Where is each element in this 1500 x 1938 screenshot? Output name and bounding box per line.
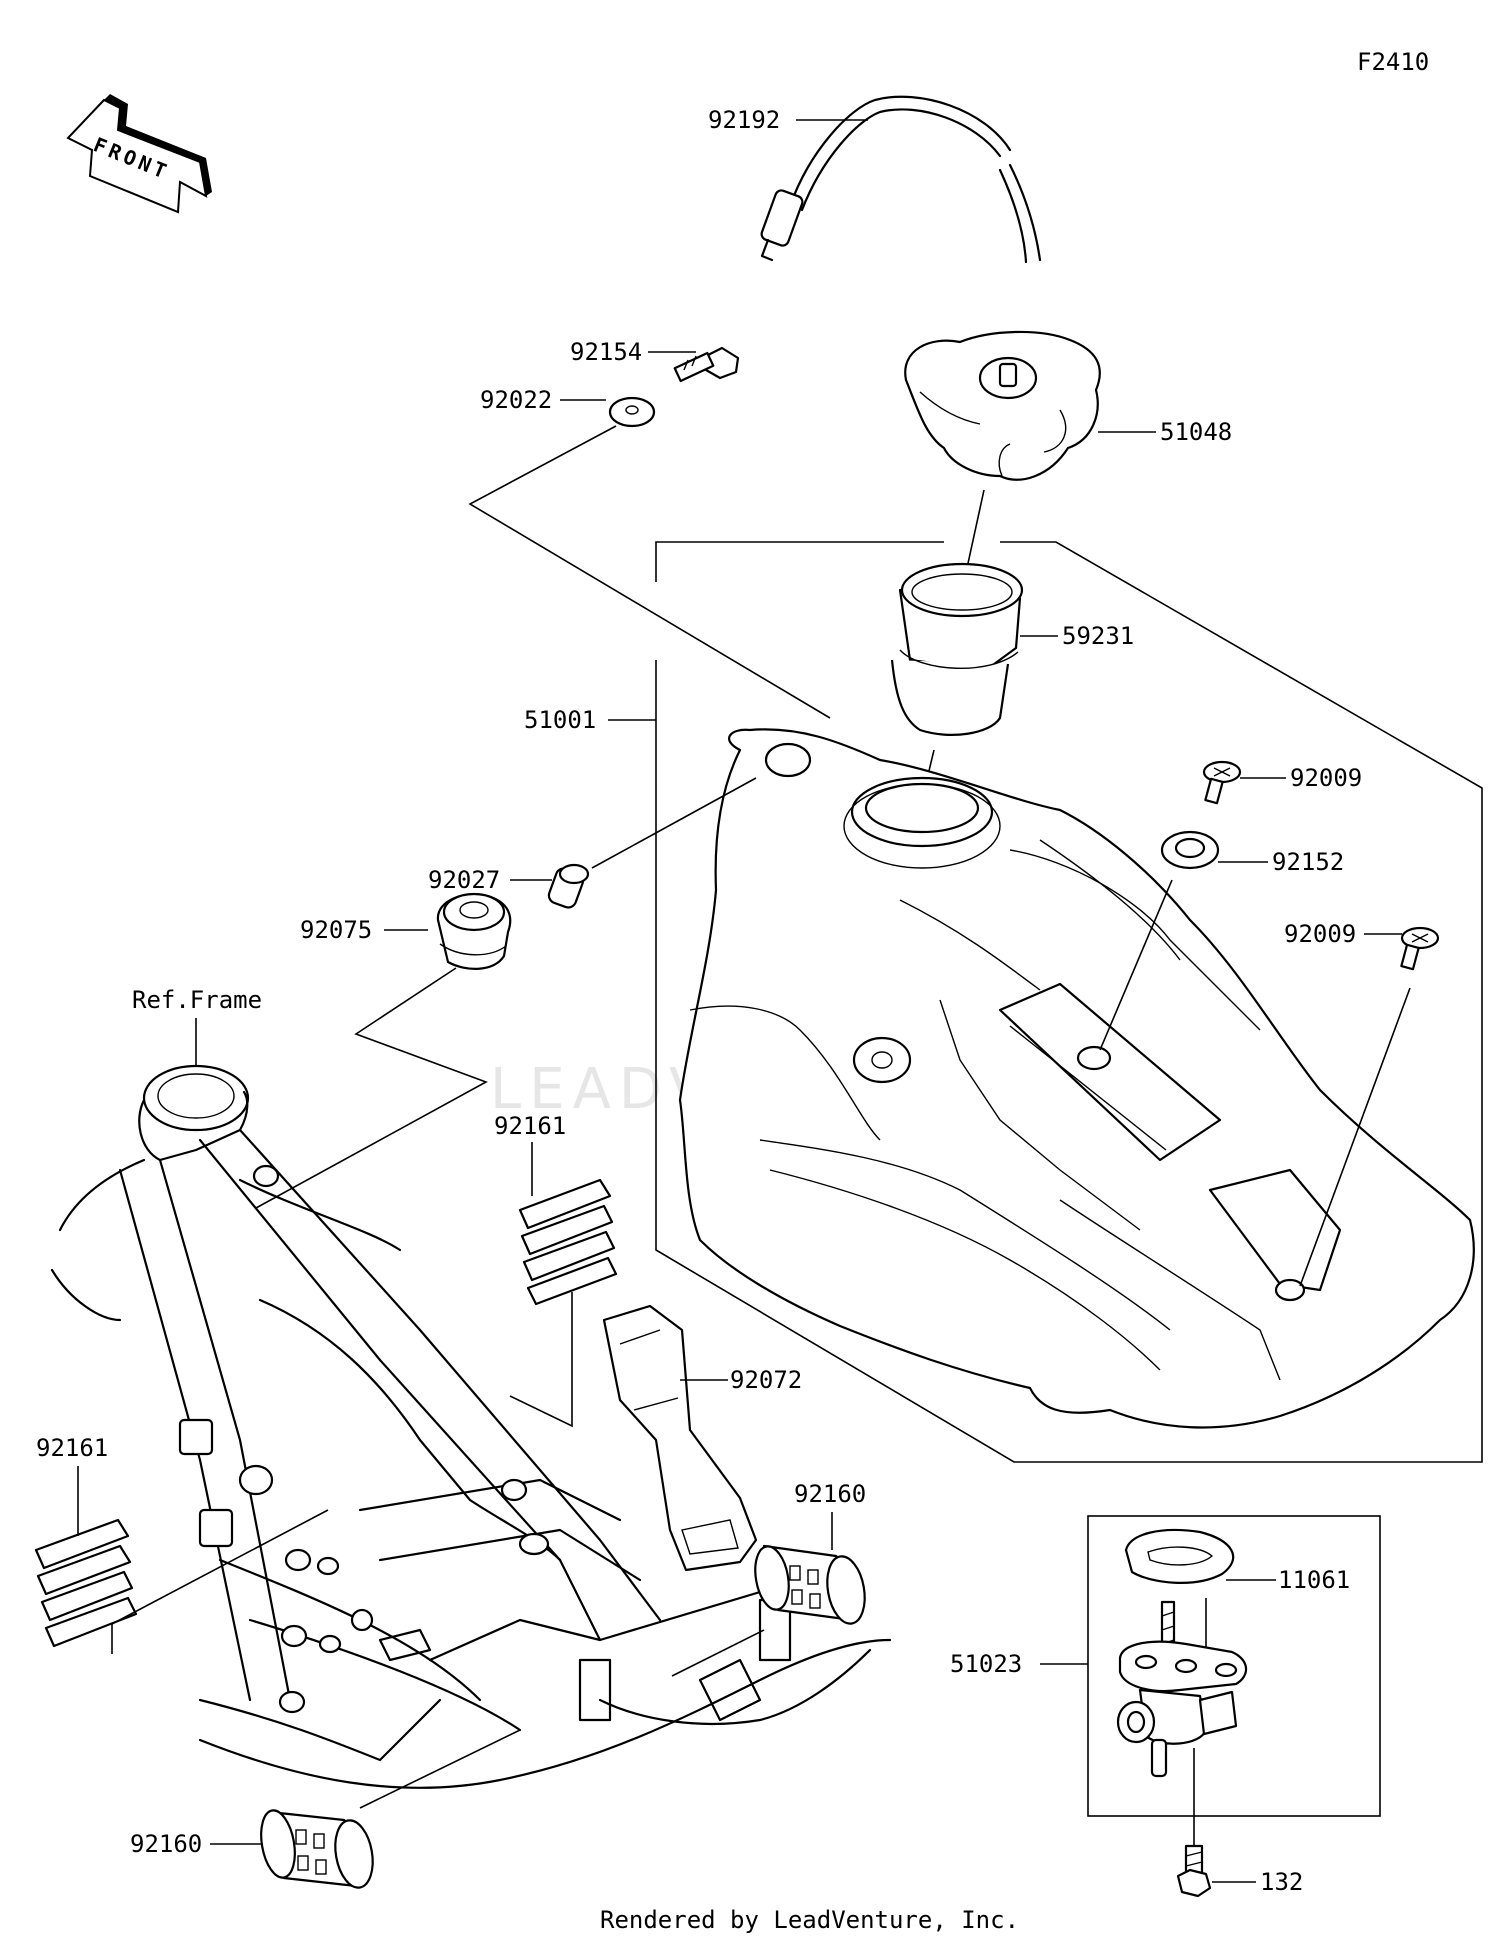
part-label-92072: 92072: [730, 1366, 802, 1394]
pad-92161-upper[interactable]: [518, 1178, 618, 1306]
part-label-59231: 59231: [1062, 622, 1134, 650]
fuel-cap-51048[interactable]: [904, 330, 1101, 481]
diagram-code: F2410: [1357, 48, 1429, 76]
damper-92075[interactable]: [436, 892, 512, 970]
fuel-filter-59231[interactable]: [890, 562, 1024, 736]
rubber-92160-lower[interactable]: [256, 1808, 377, 1891]
collar-92027[interactable]: [547, 863, 590, 910]
part-label-51048: 51048: [1160, 418, 1232, 446]
part-label-92161-upper: 92161: [494, 1112, 566, 1140]
part-label-92022: 92022: [480, 386, 552, 414]
part-label-51023: 51023: [950, 1650, 1022, 1678]
part-label-92075: 92075: [300, 916, 372, 944]
part-label-92152: 92152: [1272, 848, 1344, 876]
screw-92009-lower[interactable]: [1400, 926, 1440, 971]
washer-92022[interactable]: [608, 396, 656, 428]
rubber-92160-upper[interactable]: [751, 1544, 870, 1627]
screw-92009-upper[interactable]: [1202, 760, 1242, 805]
part-label-92027: 92027: [428, 866, 500, 894]
reference-frame-label: Ref.Frame: [132, 986, 262, 1014]
fuel-tank-51001[interactable]: [678, 728, 1475, 1429]
breather-hose-92192[interactable]: [760, 95, 1042, 264]
pad-92161-lower[interactable]: [34, 1518, 138, 1648]
part-label-92009-upper: 92009: [1290, 764, 1362, 792]
part-label-92161-lower: 92161: [36, 1434, 108, 1462]
frame-reference: [50, 1064, 892, 1789]
part-label-92154: 92154: [570, 338, 642, 366]
bolt-92154[interactable]: [673, 346, 740, 383]
part-label-92192: 92192: [708, 106, 780, 134]
front-arrow-icon: FRONT: [66, 94, 212, 214]
footer-credit: Rendered by LeadVenture, Inc.: [600, 1906, 1019, 1934]
part-label-92009-lower: 92009: [1284, 920, 1356, 948]
grommet-92152[interactable]: [1160, 830, 1220, 870]
part-label-92160-upper: 92160: [794, 1480, 866, 1508]
part-label-51001: 51001: [524, 706, 596, 734]
fuel-cock-51023[interactable]: [1116, 1600, 1248, 1778]
gasket-11061[interactable]: [1124, 1528, 1235, 1584]
strap-92072[interactable]: [602, 1304, 758, 1572]
bolt-132[interactable]: [1176, 1844, 1212, 1898]
part-label-11061: 11061: [1278, 1566, 1350, 1594]
part-label-92160-lower: 92160: [130, 1830, 202, 1858]
part-label-132: 132: [1260, 1868, 1303, 1896]
